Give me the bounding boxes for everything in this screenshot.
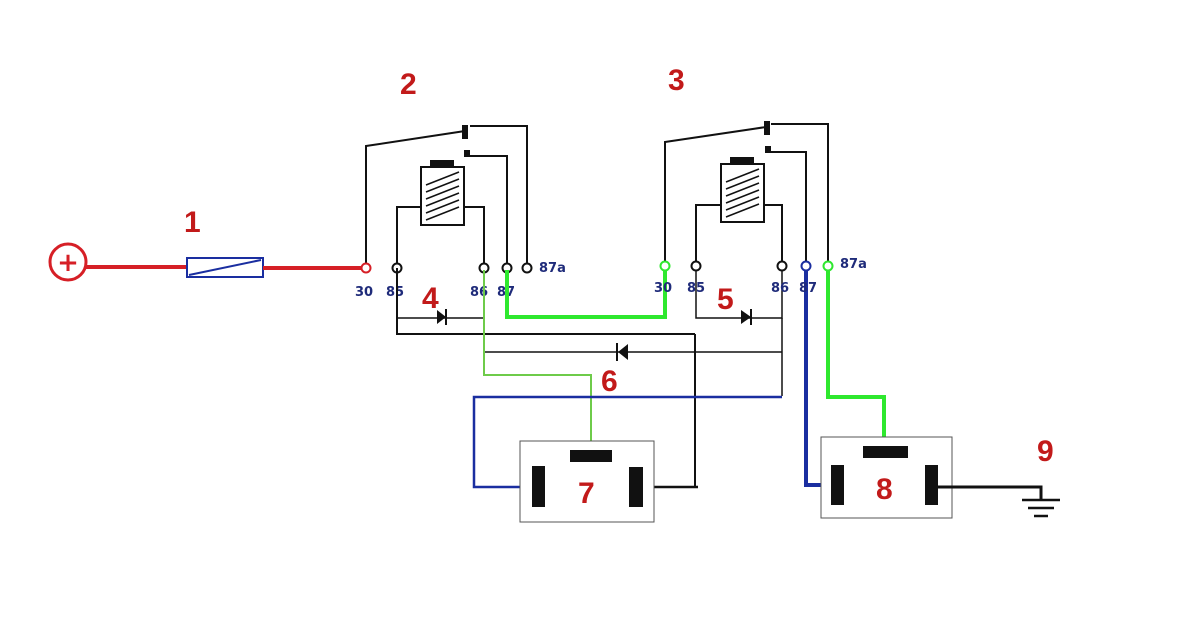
relay-right-label-87a: 87a: [840, 257, 867, 272]
relay-right-coil-cap: [730, 157, 754, 164]
wire-to-ground: [938, 485, 1043, 499]
motor-7-brush-top: [570, 450, 612, 462]
motor-8: [820, 436, 953, 519]
relay-left-pin-30: [360, 262, 372, 274]
motor-7: [519, 440, 655, 523]
relay-left-contact-87a: [462, 125, 468, 139]
callout-1: 1: [184, 206, 201, 239]
relay-right-label-87: 87: [799, 281, 817, 296]
relay-right-pin-87a: [822, 260, 834, 272]
relay-left-pins: [360, 262, 533, 274]
relay-right-pin-85: [690, 260, 702, 272]
power-source: +: [48, 242, 88, 282]
fuse: [186, 257, 264, 278]
diode-5: [741, 309, 752, 325]
wire-right-85-86-loop: [695, 268, 783, 319]
relay-left-coil-lead-85: [396, 206, 421, 266]
motor-8-brush-top: [863, 446, 908, 458]
relay-left-label-87a: 87a: [539, 261, 566, 276]
relay-left: [365, 125, 528, 268]
wire-blue-motor7: [472, 395, 782, 489]
positive-terminal-icon: [48, 242, 88, 282]
relay-left-87a-wire: [470, 125, 528, 266]
relay-right-contact-87: [765, 146, 771, 153]
callout-5: 5: [717, 283, 734, 316]
relay-right: [664, 123, 829, 266]
relay-left-label-86: 86: [470, 285, 488, 300]
relay-right-contact-87a: [764, 121, 770, 135]
relay-right-coil-lead-85: [695, 204, 721, 264]
relay-left-label-30: 30: [355, 285, 373, 300]
diode-6-icon: [618, 344, 628, 360]
callout-2: 2: [400, 68, 417, 101]
relay-right-pin-30: [659, 260, 671, 272]
relay-right-87-wire: [771, 151, 807, 262]
motor-8-brush-left: [831, 465, 844, 505]
relay-right-pins: [659, 260, 834, 272]
relay-right-coil-winding: [725, 168, 760, 218]
relay-right-label-86: 86: [771, 281, 789, 296]
relay-left-contact-87: [464, 150, 470, 157]
relay-right-pin-labels: 30 85 86 87 87a: [654, 257, 867, 296]
relay-right-coil: [720, 163, 765, 223]
diode-4-icon: [437, 310, 446, 324]
ground-icon: [1022, 498, 1060, 518]
relay-left-switch-arm: [365, 130, 466, 268]
relay-left-label-85: 85: [386, 285, 404, 300]
callout-4: 4: [422, 282, 439, 315]
diode-4: [437, 309, 447, 325]
relay-left-coil: [420, 166, 465, 226]
wire-black-left-85: [396, 268, 695, 335]
motor-7-brush-left: [532, 466, 545, 507]
relay-left-pin-labels: 30 85 86 87 87a: [355, 261, 566, 300]
relay-left-pin-87a: [521, 262, 533, 274]
relay-left-87-wire: [470, 155, 508, 266]
diode-5-icon: [741, 310, 751, 324]
wire-green-87a-to-motor8: [826, 268, 886, 448]
relay-left-coil-cap: [430, 160, 454, 167]
relay-right-label-85: 85: [687, 281, 705, 296]
relay-right-87a-wire: [771, 123, 829, 262]
relay-right-switch-arm: [664, 126, 767, 266]
relay-right-pin-86: [776, 260, 788, 272]
relay-left-coil-winding: [425, 171, 460, 221]
callout-9: 9: [1037, 435, 1054, 468]
relay-right-coil-lead-86: [764, 204, 783, 264]
motor-8-brush-right: [925, 465, 938, 505]
motor-7-brush-right: [629, 467, 643, 507]
relay-left-coil-lead-86: [464, 206, 485, 266]
callout-7: 7: [578, 477, 595, 510]
wire-green-87-to-30: [505, 266, 667, 319]
relay-right-pin-87: [800, 260, 812, 272]
callout-3: 3: [668, 64, 685, 97]
wire-lightgreen-86-to-motor7: [483, 270, 592, 450]
diode-6: [616, 343, 628, 361]
positive-symbol: +: [57, 248, 79, 278]
relay-right-label-30: 30: [654, 281, 672, 296]
callout-numbers: 1 2 3 4 5 6 7 8 9: [184, 64, 1054, 510]
callout-6: 6: [601, 365, 618, 398]
callout-8: 8: [876, 473, 893, 506]
fuse-element: [188, 259, 262, 276]
